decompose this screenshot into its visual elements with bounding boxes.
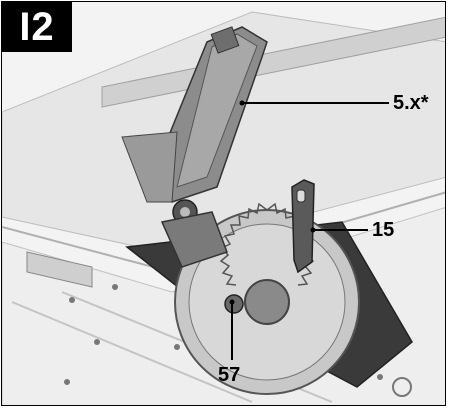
slide-rail bbox=[26, 251, 93, 288]
figure-label: I2 bbox=[2, 2, 72, 52]
saw-illustration bbox=[2, 2, 445, 405]
table-holes bbox=[64, 284, 412, 397]
blade-guard bbox=[121, 26, 268, 268]
riving-knife bbox=[291, 179, 315, 274]
leader-blade-bolt-dot bbox=[229, 299, 235, 305]
riving-knife-slot bbox=[296, 189, 306, 203]
groove-1 bbox=[11, 301, 253, 403]
callout-guard: 5.x* bbox=[393, 92, 429, 114]
callout-riving-knife: 15 bbox=[372, 219, 395, 241]
callout-blade-bolt: 57 bbox=[218, 364, 241, 386]
blade-bolt bbox=[224, 294, 244, 314]
rear-rail bbox=[101, 16, 445, 108]
leader-riving-knife-dot bbox=[310, 227, 316, 233]
leader-guard-dot bbox=[239, 100, 245, 106]
